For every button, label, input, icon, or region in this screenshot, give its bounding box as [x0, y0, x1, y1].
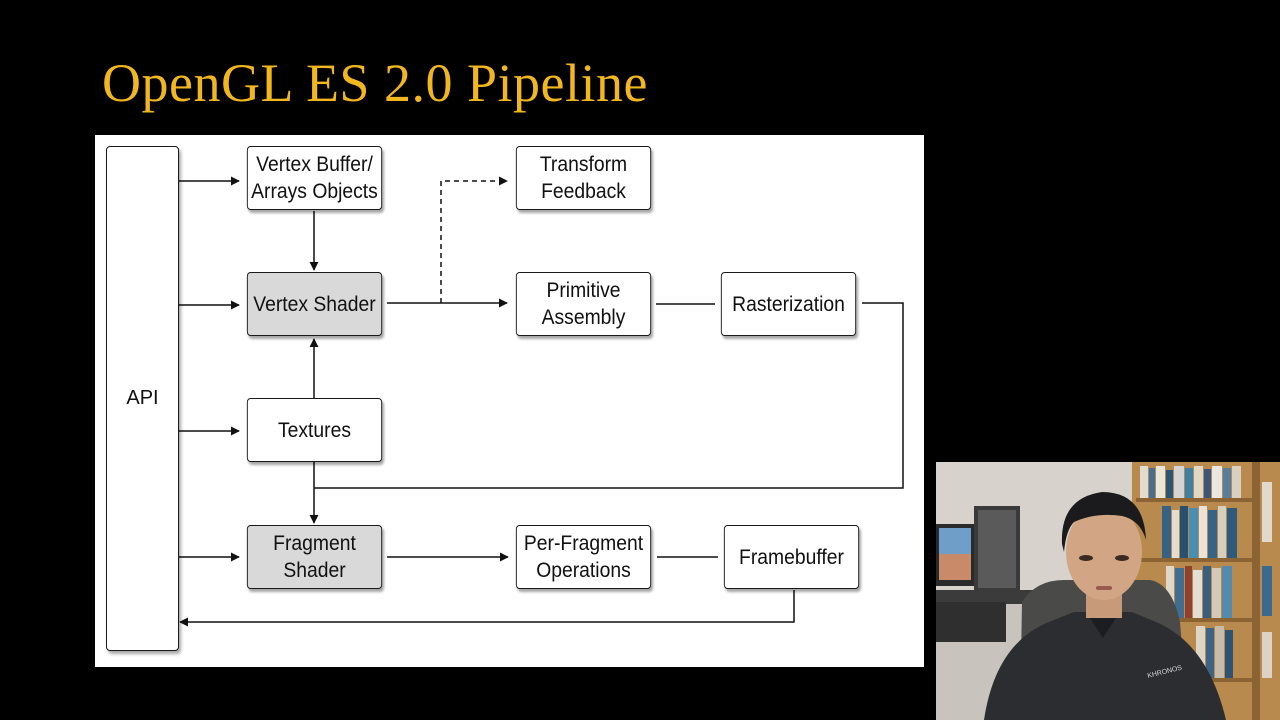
arrow-framebuffer-to-api [179, 590, 795, 627]
framebuffer-box: Framebuffer [723, 525, 860, 589]
fragment-shader-box: Fragment Shader [246, 525, 383, 589]
rasterization-box: Rasterization [720, 272, 857, 336]
pipeline-diagram: API Vertex Buffer/ Arrays Objects Transf… [95, 135, 924, 667]
webcam-scene: KHRONOS [936, 462, 1280, 720]
vertex-buffer-box: Vertex Buffer/ Arrays Objects [246, 146, 383, 210]
monitors [936, 506, 1020, 594]
webcam-feed: KHRONOS [936, 462, 1280, 720]
diagram-connectors [179, 176, 904, 627]
api-box: API [106, 146, 179, 651]
slide-title: OpenGL ES 2.0 Pipeline [102, 53, 648, 113]
textures-box: Textures [246, 398, 383, 462]
presenter [984, 492, 1226, 720]
vertex-shader-box: Vertex Shader [246, 272, 383, 336]
primitive-assembly-box: Primitive Assembly [515, 272, 652, 336]
transform-feedback-box: Transform Feedback [515, 146, 652, 210]
per-fragment-operations-box: Per-Fragment Operations [515, 525, 652, 589]
line-rasterization-loop [314, 302, 904, 489]
arrow-to-transform-feedback [440, 176, 508, 303]
